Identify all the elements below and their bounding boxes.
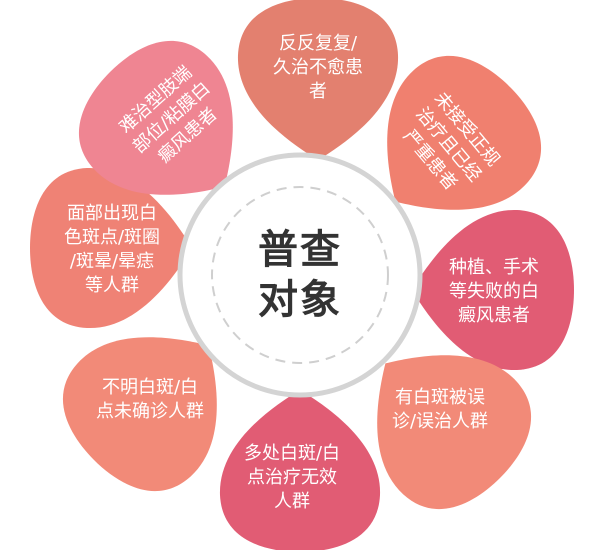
petal-3	[377, 355, 532, 510]
petal-2	[412, 209, 574, 371]
center-circle	[177, 152, 423, 398]
petal-1	[387, 55, 542, 210]
petal-text-0: 反反复复/ 久治不愈患 者	[273, 33, 363, 102]
petal-7	[78, 40, 233, 195]
petal-text-6: 面部出现白 色斑点/斑圈 /斑晕/晕痣 等人群	[63, 203, 161, 296]
petal-6	[30, 167, 192, 329]
petal-4	[219, 390, 381, 550]
center-dashed-ring	[211, 186, 389, 364]
petal-text-3: 有白斑被误 诊/误治人群	[391, 387, 489, 432]
center-title: 普查 对象	[258, 227, 342, 323]
petal-5	[62, 337, 217, 492]
petal-text-5: 不明白斑/白 点未确诊人群	[96, 377, 204, 422]
petal-text-2: 种植、手术 等失败的白 癜风患者	[449, 257, 539, 326]
petal-0	[237, 0, 399, 160]
petal-text-4: 多处白斑/白 点治疗无效 人群	[243, 443, 341, 512]
